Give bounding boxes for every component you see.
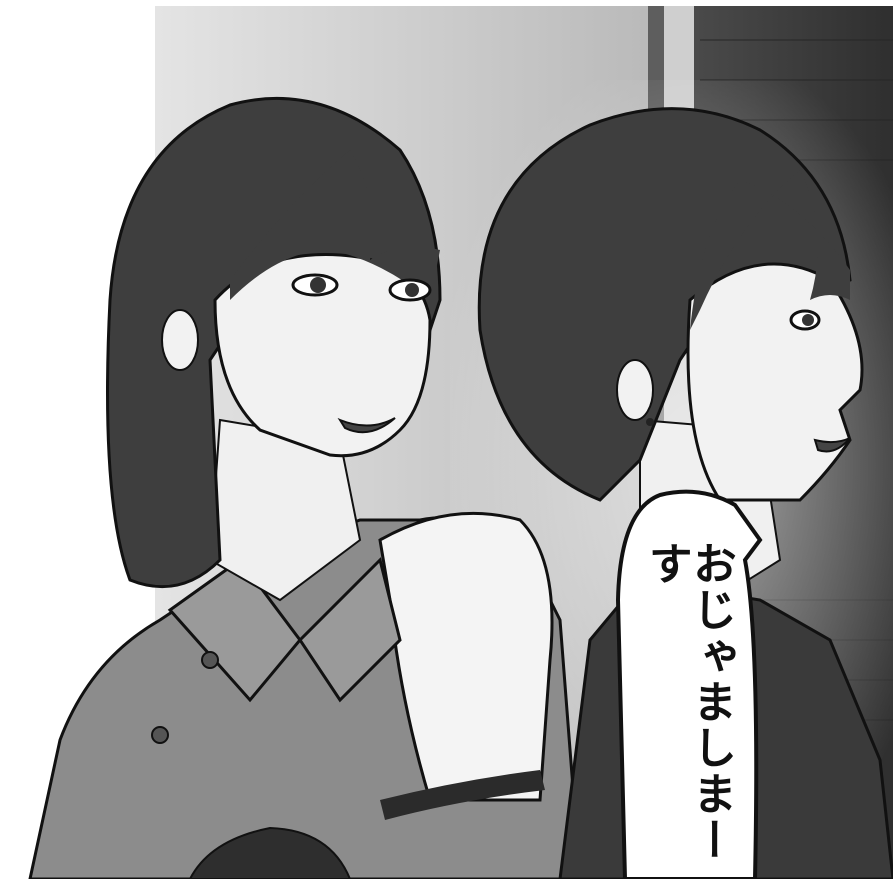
earring	[646, 418, 654, 426]
right-eye-iris	[802, 314, 814, 326]
button	[151, 726, 169, 744]
left-bangs	[230, 150, 440, 300]
button	[201, 651, 219, 669]
left-mouth	[337, 417, 396, 434]
left-ear	[161, 309, 199, 371]
left-eye-iris	[405, 283, 419, 297]
left-collar	[167, 557, 402, 703]
speech-bubble: おじゃましまーす	[616, 495, 760, 879]
speech-bubble-text: おじゃましまーす	[641, 541, 736, 863]
right-mouth	[813, 437, 851, 453]
left-woman	[28, 96, 582, 879]
foreground-hair	[188, 826, 352, 879]
left-eye-iris	[310, 277, 326, 293]
strap	[380, 770, 545, 820]
speech-bubble-shape	[615, 489, 763, 879]
left-arm	[378, 511, 554, 802]
left-face	[213, 253, 432, 458]
right-bangs	[690, 170, 850, 330]
right-ear	[616, 359, 654, 421]
